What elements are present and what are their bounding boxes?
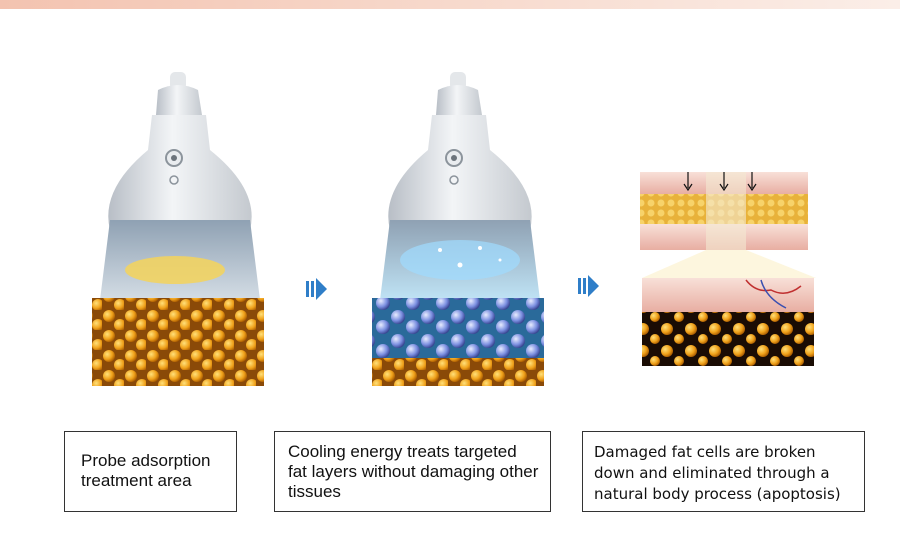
stage-probe-adsorption-illustration (80, 70, 280, 390)
top-decorative-band (0, 0, 900, 9)
caption-text: Damaged fat cells are broken down and el… (594, 443, 841, 503)
caption-step-2: Cooling energy treats targeted fat layer… (274, 431, 551, 512)
chevron-right-arrow-icon (306, 275, 328, 303)
caption-text: Probe adsorption treatment area (81, 451, 211, 490)
caption-step-1: Probe adsorption treatment area (64, 431, 237, 512)
chevron-right-arrow-icon (578, 272, 600, 300)
down-arrow-icon (683, 172, 693, 192)
caption-step-3: Damaged fat cells are broken down and el… (582, 431, 865, 512)
stage-cooling-energy-illustration (360, 70, 560, 390)
down-arrow-icon (719, 172, 729, 192)
stage-apoptosis-illustration (636, 168, 822, 374)
caption-text: Cooling energy treats targeted fat layer… (288, 442, 539, 501)
down-arrow-icon (747, 172, 757, 192)
